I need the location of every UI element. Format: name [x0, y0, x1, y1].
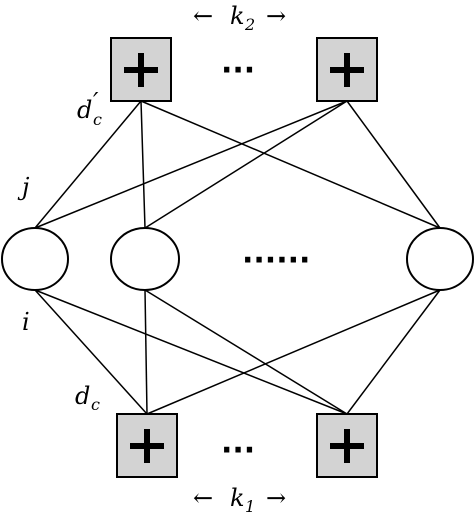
- bottom-box-2: [316, 413, 378, 478]
- node-circle-3: [406, 227, 474, 291]
- node-circle-2: [110, 227, 180, 291]
- i-label: i: [22, 308, 30, 336]
- top-edges: [34, 100, 441, 229]
- k-subscript: 2: [244, 15, 255, 34]
- edge-c2-bot2: [144, 289, 348, 415]
- top-box-1: [110, 37, 172, 102]
- k-var: k: [230, 484, 245, 512]
- left-arrow-icon: ←: [193, 2, 213, 30]
- bottom-k1-label: ← k 1 →: [193, 484, 286, 515]
- edge-c3-bot2: [346, 289, 441, 415]
- node-circle-1: [1, 227, 69, 291]
- prime-mark: ′: [93, 88, 99, 116]
- edge-top1-c1: [34, 100, 142, 229]
- c-subscript: c: [93, 110, 102, 129]
- left-arrow-icon: ←: [193, 484, 213, 512]
- d-var: d: [75, 382, 90, 410]
- edge-c3-bot1: [146, 289, 441, 415]
- edge-top2-c2: [144, 100, 348, 229]
- top-ellipsis: ···: [221, 53, 255, 88]
- top-k2-label: ← k 2 →: [193, 2, 286, 34]
- bottom-box-1: [116, 413, 178, 478]
- d-var: d: [77, 96, 92, 124]
- middle-ellipsis: ······: [242, 243, 310, 278]
- bottom-edges: [34, 289, 441, 415]
- edge-top2-c3: [346, 100, 441, 229]
- edge-top1-c3: [140, 100, 441, 229]
- top-box-2: [316, 37, 378, 102]
- j-label: j: [17, 173, 30, 201]
- edge-top1-c2: [140, 100, 146, 229]
- k-var: k: [230, 2, 245, 30]
- right-arrow-icon: →: [266, 484, 286, 512]
- bottom-ellipsis: ···: [221, 433, 255, 468]
- edge-top2-c1: [34, 100, 348, 229]
- edge-c1-bot2: [34, 289, 348, 415]
- edge-c1-bot1: [34, 289, 148, 415]
- right-arrow-icon: →: [266, 2, 286, 30]
- c-subscript: c: [91, 395, 100, 414]
- k-subscript: 1: [245, 497, 255, 515]
- d-c-label: d c: [75, 382, 100, 414]
- edge-c2-bot1: [144, 289, 148, 415]
- d-prime-c-label: d ′ c: [77, 88, 102, 129]
